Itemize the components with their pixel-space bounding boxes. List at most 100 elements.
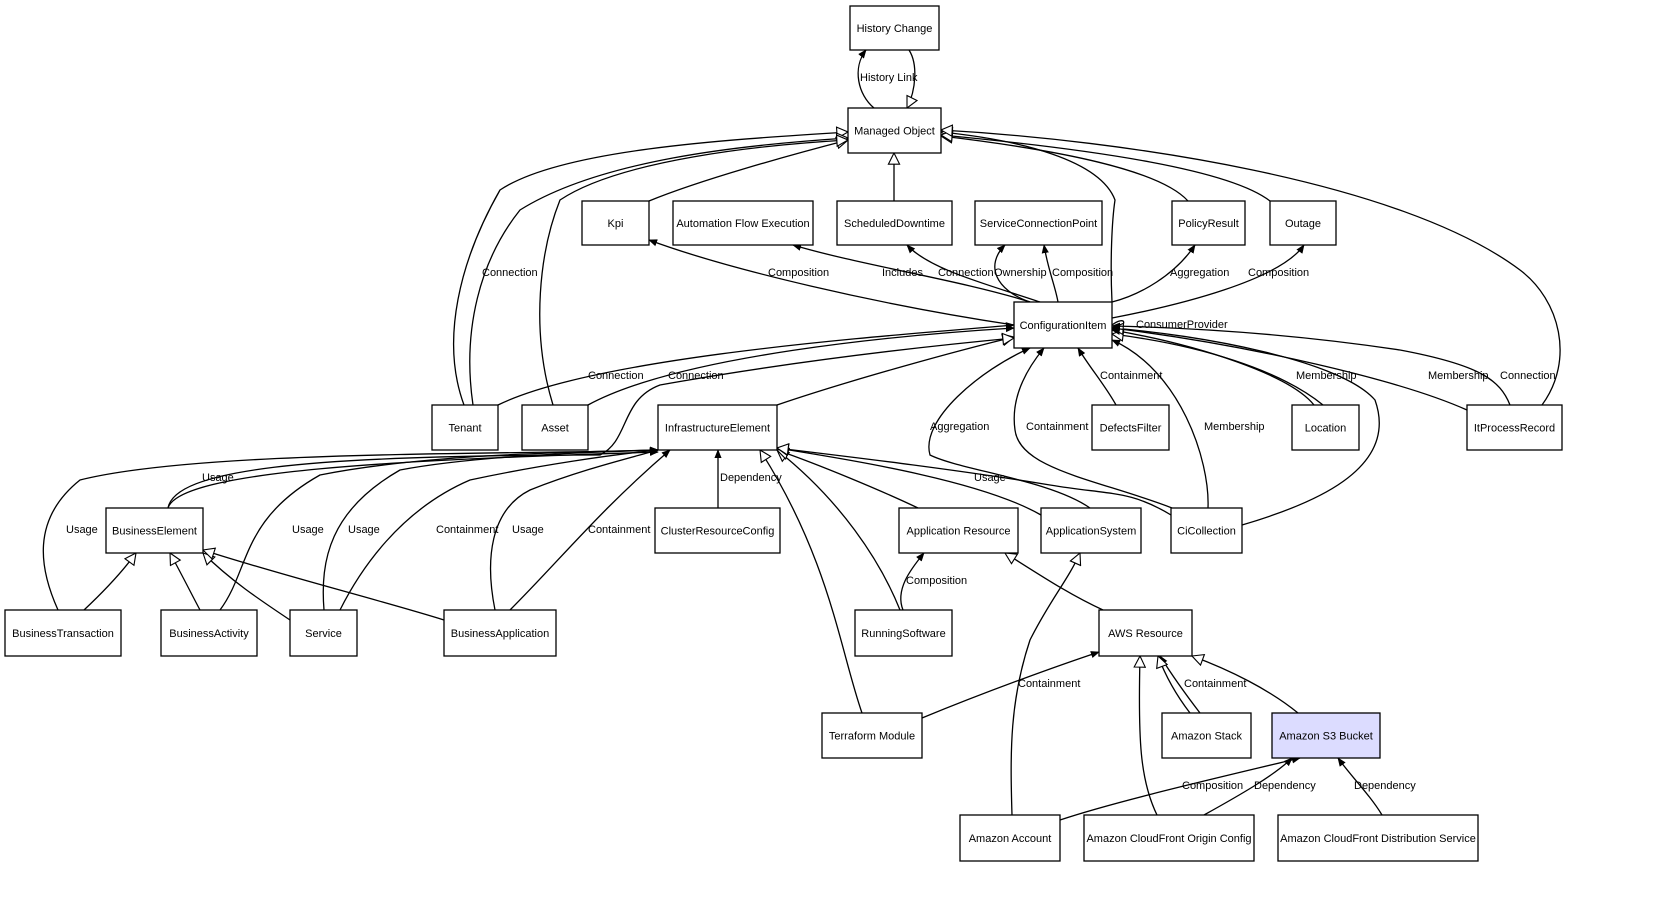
node-label: BusinessTransaction [12,628,114,640]
node-amazon-s3-bucket[interactable]: Amazon S3 Bucket [1271,712,1381,759]
node-box[interactable] [1291,404,1360,451]
node-box[interactable] [1098,609,1193,657]
association-connector [1111,339,1209,509]
node-box[interactable] [898,507,1019,554]
node-box[interactable] [1083,814,1255,862]
node-box[interactable] [1091,404,1170,451]
edge-policy-result-to-managed-object [941,136,1189,202]
node-box[interactable] [1171,200,1246,246]
node-box[interactable] [657,404,778,451]
node-box[interactable] [4,609,122,657]
node-application-system[interactable]: ApplicationSystem [1040,507,1142,554]
node-amazon-account[interactable]: Amazon Account [959,814,1061,862]
inheritance-connector [777,450,901,611]
node-box[interactable] [289,609,358,657]
node-box[interactable] [1013,301,1113,349]
node-terraform-module[interactable]: Terraform Module [821,712,923,759]
node-cloudfront-distribution-service[interactable]: Amazon CloudFront Distribution Service [1277,814,1479,862]
node-amazon-stack[interactable]: Amazon Stack [1161,712,1252,759]
node-scheduled-downtime[interactable]: ScheduledDowntime [836,200,953,246]
node-location[interactable]: Location [1291,404,1360,451]
node-asset[interactable]: Asset [521,404,589,451]
association-connector [648,239,1015,326]
node-box[interactable] [959,814,1061,862]
edge-application-resource-to-infrastructure-element [777,450,919,509]
node-automation-flow[interactable]: Automation Flow Execution [672,200,814,246]
node-kpi[interactable]: Kpi [581,200,650,246]
node-business-element[interactable]: BusinessElement [105,507,204,554]
node-box[interactable] [521,404,589,451]
edge-label: Membership [1204,421,1265,433]
node-ci-collection[interactable]: CiCollection [1170,507,1243,554]
node-label: BusinessApplication [451,628,549,640]
node-policy-result[interactable]: PolicyResult [1171,200,1246,246]
node-box[interactable] [581,200,650,246]
edge-label: Includes [882,267,923,279]
edge-it-process-record-to-configuration-item [1111,325,1468,411]
node-service[interactable]: Service [289,609,358,657]
node-label: Amazon CloudFront Distribution Service [1280,833,1476,845]
edge-outage-to-managed-object [941,135,1271,202]
node-application-resource[interactable]: Application Resource [898,507,1019,554]
node-box[interactable] [105,507,204,554]
edge-label: Connection [938,267,994,279]
node-box[interactable] [1466,404,1563,451]
edge-tenant-to-configuration-item [497,322,1015,406]
node-box[interactable] [1161,712,1252,759]
node-cloudfront-origin-config[interactable]: Amazon CloudFront Origin Config [1083,814,1255,862]
node-business-activity[interactable]: BusinessActivity [160,609,258,657]
edge-amazon-stack-to-aws-resource [1158,656,1191,714]
node-box[interactable] [847,107,942,154]
node-business-application[interactable]: BusinessApplication [443,609,557,657]
node-cluster-resource-config[interactable]: ClusterResourceConfig [654,507,781,554]
edge-location-to-configuration-item [1111,327,1315,406]
node-label: ScheduledDowntime [844,218,945,230]
node-managed-object[interactable]: Managed Object [847,107,942,154]
node-box[interactable] [821,712,923,759]
node-aws-resource[interactable]: AWS Resource [1098,609,1193,657]
edge-configuration-item-to-scheduled-downtime [906,244,1041,303]
node-box[interactable] [160,609,258,657]
node-it-process-record[interactable]: ItProcessRecord [1466,404,1563,451]
node-history-change[interactable]: History Change [849,5,940,51]
node-box[interactable] [849,5,940,51]
inheritance-connector [777,450,919,509]
association-connector [167,448,659,509]
node-box[interactable] [1277,814,1479,862]
node-box[interactable] [836,200,953,246]
node-configuration-item[interactable]: ConfigurationItem [1013,301,1113,349]
node-box[interactable] [672,200,814,246]
inheritance-connector [453,132,848,406]
node-business-transaction[interactable]: BusinessTransaction [4,609,122,657]
edge-label: Usage [66,524,98,536]
node-label: Terraform Module [829,731,915,743]
inheritance-connector [83,553,136,611]
node-box[interactable] [654,507,781,554]
node-box[interactable] [1271,712,1381,759]
node-box[interactable] [854,609,953,657]
edge-label: Ownership [994,267,1047,279]
node-box[interactable] [443,609,557,657]
node-defects-filter[interactable]: DefectsFilter [1091,404,1170,451]
node-running-software[interactable]: RunningSoftware [854,609,953,657]
node-outage[interactable]: Outage [1269,200,1337,246]
node-box[interactable] [1170,507,1243,554]
node-box[interactable] [974,200,1103,246]
node-box[interactable] [431,404,499,451]
edge-service-to-infrastructure-element [339,447,659,611]
node-label: Amazon CloudFront Origin Config [1086,833,1251,845]
edge-ci-collection-to-configuration-item [1112,328,1380,526]
node-box[interactable] [1040,507,1142,554]
node-tenant[interactable]: Tenant [431,404,499,451]
edge-infrastructure-element-to-configuration-item [776,337,1014,406]
edge-terraform-module-to-aws-resource [921,651,1100,719]
edge-tenant-to-managed-object [469,138,848,406]
node-box[interactable] [1269,200,1337,246]
node-service-connection-point[interactable]: ServiceConnectionPoint [974,200,1103,246]
edge-label: History Link [860,72,918,84]
edge-amazon-account-to-application-system [1010,553,1080,816]
inheritance-connector [1192,656,1299,714]
node-infrastructure-element[interactable]: InfrastructureElement [657,404,778,451]
